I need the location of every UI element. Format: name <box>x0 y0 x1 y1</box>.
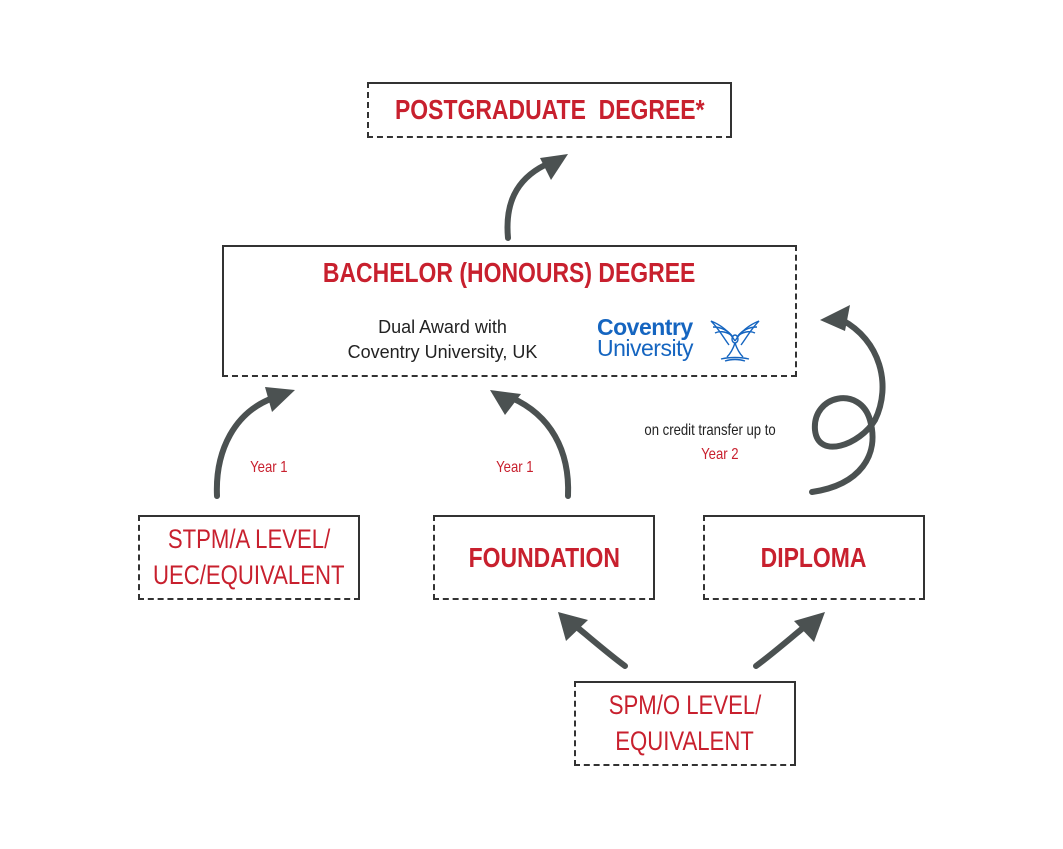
arrow-foundation-to-bachelor <box>509 395 572 499</box>
arrowhead-spm-diploma <box>794 612 825 642</box>
arrow-diploma-to-bachelor <box>809 317 886 495</box>
dual-award-line1: Dual Award with <box>378 317 507 337</box>
spm-node: SPM/O LEVEL/ EQUIVALENT <box>574 681 796 766</box>
logo-line1: Coventry <box>597 314 693 340</box>
coventry-university-logo: Coventry University <box>597 314 762 363</box>
arrowhead-diploma <box>820 305 850 331</box>
logo-line2: University <box>597 335 693 361</box>
arrow-bachelor-to-postgraduate <box>504 162 548 241</box>
arrowhead-stpm <box>265 387 295 412</box>
foundation-node: FOUNDATION <box>433 515 655 600</box>
dual-award-text: Dual Award with Coventry University, UK <box>330 315 555 365</box>
stpm-edge-label: Year 1 <box>250 459 288 476</box>
spm-line2: EQUIVALENT <box>615 725 755 756</box>
arrow-spm-to-diploma <box>753 625 806 669</box>
diploma-edge-label-line1: on credit transfer up to <box>644 422 776 439</box>
arrow-stpm-to-bachelor <box>213 395 276 499</box>
foundation-edge-label: Year 1 <box>496 459 534 476</box>
diploma-node: DIPLOMA <box>703 515 925 600</box>
stpm-node: STPM/A LEVEL/ UEC/EQUIVALENT <box>138 515 360 600</box>
bachelor-node: BACHELOR (HONOURS) DEGREE <box>222 245 797 377</box>
arrowhead-foundation <box>490 390 521 415</box>
postgraduate-node: POSTGRADUATE DEGREE* <box>367 82 732 138</box>
logo-wordmark: Coventry University <box>597 314 693 361</box>
foundation-label: FOUNDATION <box>468 541 620 573</box>
diploma-label: DIPLOMA <box>761 541 867 573</box>
arrowhead-spm-foundation <box>558 612 588 641</box>
spm-line1: SPM/O LEVEL/ <box>608 690 762 721</box>
bachelor-label: BACHELOR (HONOURS) DEGREE <box>323 257 696 288</box>
diploma-edge-label-line2: Year 2 <box>701 446 739 463</box>
dual-award-line2: Coventry University, UK <box>347 342 538 362</box>
postgraduate-label: POSTGRADUATE DEGREE* <box>394 94 705 125</box>
phoenix-icon <box>710 320 760 362</box>
stpm-line2: UEC/EQUIVALENT <box>153 559 345 590</box>
stpm-line1: STPM/A LEVEL/ <box>167 524 331 555</box>
arrow-spm-to-foundation <box>575 625 628 669</box>
arrowhead-postgraduate <box>540 154 568 180</box>
